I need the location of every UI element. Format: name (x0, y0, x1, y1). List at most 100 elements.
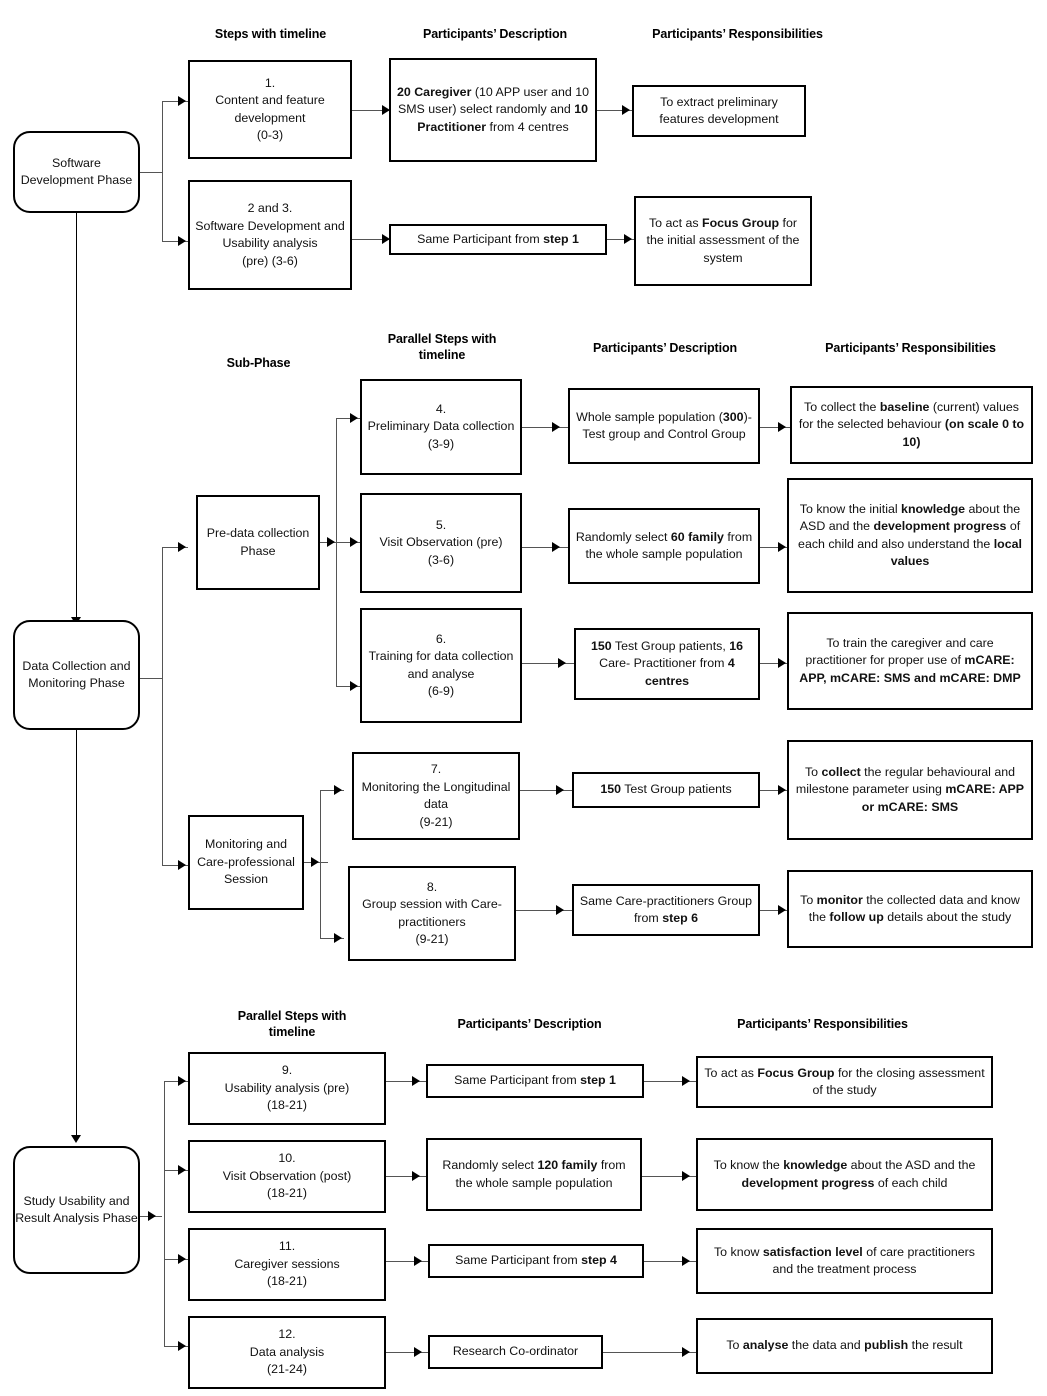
connector-step2-to-desc2 (352, 239, 398, 240)
step-box-12[interactable]: 12. Data analysis (21-24) (188, 1316, 386, 1389)
description-box-7[interactable]: 150 Test Group patients (572, 772, 760, 808)
responsibility-box-9[interactable]: To act as Focus Group for the closing as… (696, 1056, 993, 1108)
responsibility-box-5[interactable]: To know the initial knowledge about the … (787, 478, 1033, 593)
arrow-step11-to-desc11 (414, 1256, 422, 1266)
connector-step8-to-desc8 (516, 910, 572, 911)
arrow-phase3-out (148, 1211, 156, 1221)
responsibility-4-text: To collect the baseline (current) values… (798, 399, 1025, 449)
step-4-text: 4. Preliminary Data collection (3-9) (367, 401, 515, 451)
step-6-text: 6. Training for data collection and anal… (368, 631, 514, 699)
connector-phase1-out (140, 172, 162, 173)
phase-software-development[interactable]: Software Development Phase (13, 131, 140, 213)
step-box-6[interactable]: 6. Training for data collection and anal… (360, 608, 522, 723)
step-1-text: 1. Content and feature development (0-3) (215, 75, 325, 143)
connector-predata-to-step5 (336, 542, 360, 543)
arrow-to-step10 (178, 1165, 186, 1175)
connector-phase3-to-step11 (164, 1259, 188, 1260)
arrow-step10-to-desc10 (412, 1171, 420, 1181)
phase-label: Data Collection and Monitoring Phase (22, 658, 131, 691)
step-7-text: 7. Monitoring the Longitudinal data (9-2… (361, 762, 511, 829)
responsibility-11-text: To know satisfaction level of care pract… (713, 1244, 976, 1277)
responsibility-box-1[interactable]: To extract preliminary features developm… (632, 85, 806, 137)
connector-phase3-to-step12 (164, 1346, 188, 1347)
description-box-5[interactable]: Randomly select 60 family from the whole… (568, 508, 760, 584)
subphase-box-pre-data-collection[interactable]: Pre-data collection Phase (196, 495, 320, 590)
column-header-description-bottom: Participants’ Description (457, 1017, 602, 1031)
arrow-to-step11 (178, 1254, 186, 1264)
connector-desc11-to-resp11 (644, 1261, 696, 1262)
step-box-8[interactable]: 8. Group session with Care-practitioners… (348, 866, 516, 961)
responsibility-8-text: To monitor the collected data and know t… (800, 892, 1020, 925)
arrow-desc9-to-resp9 (682, 1076, 690, 1086)
description-box-6[interactable]: 150 Test Group patients, 16 Care- Practi… (574, 628, 760, 700)
description-8-text: Same Care-practitioners Group from step … (579, 893, 753, 926)
arrow-monitoring-out (311, 857, 319, 867)
connector-phase2-branch (162, 547, 163, 865)
connector-step1-to-desc1 (352, 110, 398, 111)
responsibility-box-12[interactable]: To analyse the data and publish the resu… (696, 1318, 993, 1374)
step-box-10[interactable]: 10. Visit Observation (post) (18-21) (188, 1140, 386, 1213)
connector-monitoring-branch (320, 790, 321, 938)
column-header-responsibilities-middle: Participants’ Responsibilities (825, 341, 996, 355)
description-box-12[interactable]: Research Co-ordinator (428, 1335, 603, 1369)
column-header-steps-top: Steps with timeline (214, 27, 327, 41)
step-box-1[interactable]: 1. Content and feature development (0-3) (188, 60, 352, 159)
connector-phase3-to-step9 (164, 1081, 188, 1082)
description-box-1[interactable]: 20 Caregiver (10 APP user and 10 SMS use… (389, 58, 597, 162)
description-box-9[interactable]: Same Participant from step 1 (426, 1064, 644, 1098)
responsibility-box-8[interactable]: To monitor the collected data and know t… (787, 870, 1033, 948)
arrow-phase2-to-phase3 (71, 1135, 81, 1143)
arrow-to-step2 (178, 236, 186, 246)
description-10-text: Randomly select 120 family from the whol… (442, 1158, 626, 1190)
step-5-text: 5. Visit Observation (pre) (3-6) (379, 517, 503, 567)
responsibility-9-text: To act as Focus Group for the closing as… (704, 1065, 985, 1098)
step-box-2-3[interactable]: 2 and 3. Software Development and Usabil… (188, 180, 352, 290)
phase-data-collection-monitoring[interactable]: Data Collection and Monitoring Phase (13, 620, 140, 730)
step-box-7[interactable]: 7. Monitoring the Longitudinal data (9-2… (352, 752, 520, 840)
column-header-parallel-steps-middle: Parallel Steps with timeline (387, 332, 497, 362)
connector-desc12-to-resp12 (603, 1352, 696, 1353)
description-box-10[interactable]: Randomly select 120 family from the whol… (426, 1138, 642, 1211)
arrow-to-step7 (334, 785, 342, 795)
arrow-step7-to-desc7 (556, 785, 564, 795)
responsibility-box-7[interactable]: To collect the regular behavioural and m… (787, 740, 1033, 840)
step-12-text: 12. Data analysis (21-24) (249, 1327, 325, 1377)
responsibility-box-4[interactable]: To collect the baseline (current) values… (790, 386, 1033, 464)
arrow-step5-to-desc5 (552, 542, 560, 552)
subphase-monitoring-text: Monitoring and Care-professional Session (197, 837, 295, 887)
step-box-4[interactable]: 4. Preliminary Data collection (3-9) (360, 379, 522, 475)
responsibility-box-6[interactable]: To train the caregiver and care practiti… (787, 612, 1033, 710)
connector-phase2-out (140, 678, 162, 679)
connector-step6-to-desc6 (522, 663, 574, 664)
description-5-text: Randomly select 60 family from the whole… (575, 529, 753, 562)
description-box-4[interactable]: Whole sample population (300)- Test grou… (568, 388, 760, 464)
responsibility-5-text: To know the initial knowledge about the … (798, 501, 1022, 569)
arrow-to-step9 (178, 1076, 186, 1086)
step-box-9[interactable]: 9. Usability analysis (pre) (18-21) (188, 1052, 386, 1125)
arrow-step6-to-desc6 (558, 658, 566, 668)
responsibility-box-2[interactable]: To act as Focus Group for the initial as… (634, 196, 812, 286)
responsibility-box-10[interactable]: To know the knowledge about the ASD and … (696, 1138, 993, 1211)
connector-step5-to-desc5 (522, 547, 568, 548)
step-box-11[interactable]: 11. Caregiver sessions (18-21) (188, 1228, 386, 1301)
phase-label: Software Development Phase (20, 155, 133, 188)
subphase-box-monitoring-care-professional[interactable]: Monitoring and Care-professional Session (188, 815, 304, 910)
description-4-text: Whole sample population (300)- Test grou… (576, 409, 752, 442)
connector-step7-to-desc7 (520, 790, 572, 791)
step-box-5[interactable]: 5. Visit Observation (pre) (3-6) (360, 493, 522, 593)
arrow-to-step6 (350, 681, 358, 691)
arrow-desc5-to-resp5 (778, 542, 786, 552)
connector-desc9-to-resp9 (644, 1081, 696, 1082)
description-box-2[interactable]: Same Participant from step 1 (389, 224, 607, 255)
connector-phase2-to-phase3 (76, 730, 77, 1135)
responsibility-box-11[interactable]: To know satisfaction level of care pract… (696, 1228, 993, 1294)
step-10-text: 10. Visit Observation (post) (18-21) (222, 1151, 352, 1201)
phase-study-usability-result-analysis[interactable]: Study Usability and Result Analysis Phas… (13, 1146, 140, 1274)
step-11-text: 11. Caregiver sessions (18-21) (234, 1239, 340, 1289)
connector-phase3-branch (164, 1081, 165, 1346)
description-11-text: Same Participant from step 4 (455, 1253, 617, 1268)
description-box-11[interactable]: Same Participant from step 4 (428, 1244, 644, 1278)
description-box-8[interactable]: Same Care-practitioners Group from step … (572, 884, 760, 936)
column-header-responsibilities-bottom: Participants’ Responsibilities (737, 1017, 908, 1031)
step-9-text: 9. Usability analysis (pre) (18-21) (224, 1063, 350, 1113)
